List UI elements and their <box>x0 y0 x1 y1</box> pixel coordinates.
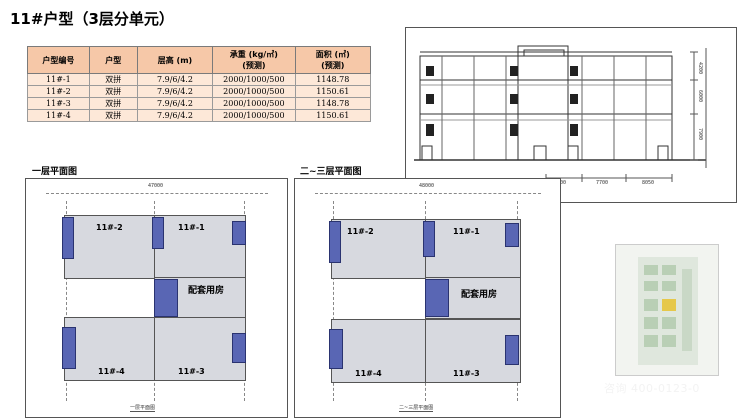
page-title: 11#户型（3层分单元） <box>10 10 174 28</box>
cell-area: 1148.78 <box>294 73 372 86</box>
room-label: 11#-1 <box>178 223 205 232</box>
grid-line <box>66 201 67 401</box>
stair-core <box>62 217 74 259</box>
plan2-label: 二~三层平面图 <box>300 167 362 177</box>
col-header-unit-id: 户型编号 <box>27 46 90 74</box>
room-11-1 <box>154 215 246 279</box>
spec-table-header-row: 户型编号 户型 层高 (m) 承重 (kg/㎡) (预测) 面积 (㎡) (预测… <box>27 46 372 74</box>
room-label: 11#-4 <box>355 369 382 378</box>
col-header-unit-type: 户型 <box>88 46 138 74</box>
grid-line <box>333 201 334 401</box>
stair-core <box>232 333 246 363</box>
col-header-load: 承重 (kg/㎡) (预测) <box>212 46 296 74</box>
cell-load: 2000/1000/500 <box>212 73 296 86</box>
elevation-dim-right: 6000 <box>697 90 703 103</box>
elevation-dim-right: 4200 <box>697 62 703 75</box>
site-map-plot <box>644 281 658 291</box>
cell-area: 1150.61 <box>294 85 372 98</box>
elevation-dim-bottom: 7700 <box>596 180 609 186</box>
cell-unit-type: 双拼 <box>88 85 138 98</box>
stair-core <box>505 223 519 247</box>
room-label: 11#-3 <box>178 367 205 376</box>
stair-core <box>154 279 178 317</box>
col-header-floor-height: 层高 (m) <box>136 46 214 74</box>
room-label: 11#-3 <box>453 369 480 378</box>
site-map-plot <box>644 299 658 311</box>
cell-load: 2000/1000/500 <box>212 85 296 98</box>
site-map-plot <box>662 335 676 347</box>
table-row: 11#-2 双拼 7.9/6/4.2 2000/1000/500 1150.61 <box>27 85 372 98</box>
plan2-caption: 二~三层平面图 <box>399 405 434 412</box>
room-label: 配套用房 <box>461 290 498 300</box>
cell-unit-id: 11#-4 <box>27 109 90 122</box>
spec-table: 户型编号 户型 层高 (m) 承重 (kg/㎡) (预测) 面积 (㎡) (预测… <box>27 46 372 122</box>
room-11-3 <box>154 317 246 381</box>
stair-core <box>232 221 246 245</box>
site-map-plot <box>662 265 676 275</box>
site-map-plot <box>662 317 676 329</box>
cell-floor-height: 7.9/6/4.2 <box>136 73 214 86</box>
cell-area: 1148.78 <box>294 97 372 110</box>
room-11-3 <box>425 319 521 383</box>
cell-unit-id: 11#-1 <box>27 73 90 86</box>
site-map-thumbnail <box>615 244 719 376</box>
grid-line <box>46 193 268 194</box>
elevation-dim-bottom: 8050 <box>642 180 655 186</box>
site-map-plot <box>682 269 692 351</box>
floor-plan-2: 48000 11#-2 11#-1 配套用房 11#-4 11#-3 二~三层平… <box>294 178 561 418</box>
cell-area: 1150.61 <box>294 109 372 122</box>
room-label: 11#-4 <box>98 367 125 376</box>
cell-unit-id: 11#-3 <box>27 97 90 110</box>
col-header-area: 面积 (㎡) (预测) <box>294 46 372 74</box>
site-map-plot <box>644 265 658 275</box>
stair-core <box>505 335 519 365</box>
grid-line <box>315 193 541 194</box>
table-row: 11#-3 双拼 7.9/6/4.2 2000/1000/500 1148.78 <box>27 97 372 110</box>
stair-core <box>329 221 341 263</box>
plan1-label: 一层平面图 <box>32 167 78 177</box>
cell-unit-id: 11#-2 <box>27 85 90 98</box>
cell-unit-type: 双拼 <box>88 73 138 86</box>
cell-floor-height: 7.9/6/4.2 <box>136 109 214 122</box>
room-label: 11#-2 <box>347 227 374 236</box>
room-label: 11#-2 <box>96 223 123 232</box>
table-row: 11#-1 双拼 7.9/6/4.2 2000/1000/500 1148.78 <box>27 73 372 86</box>
stair-core <box>152 217 164 249</box>
plan1-top-dim: 47000 <box>148 183 164 189</box>
cell-unit-type: 双拼 <box>88 109 138 122</box>
room-11-4 <box>331 319 427 383</box>
elevation-svg <box>414 45 707 182</box>
elevation-dim-right: 7900 <box>697 128 703 141</box>
site-map-plot <box>644 317 658 329</box>
cell-floor-height: 7.9/6/4.2 <box>136 97 214 110</box>
site-map-plot <box>644 335 658 347</box>
cell-floor-height: 7.9/6/4.2 <box>136 85 214 98</box>
site-map-plot-highlight <box>662 299 676 311</box>
stair-core <box>425 279 449 317</box>
cell-unit-type: 双拼 <box>88 97 138 110</box>
site-map-plot <box>662 281 676 291</box>
stair-core <box>329 329 343 369</box>
plan1-caption: 一层平面图 <box>130 405 156 412</box>
room-11-2 <box>64 215 156 279</box>
table-row: 11#-4 双拼 7.9/6/4.2 2000/1000/500 1150.61 <box>27 109 372 122</box>
room-label: 11#-1 <box>453 227 480 236</box>
elevation-drawing: 4200 6000 7900 3600 7700 8050 <box>405 27 737 203</box>
cell-load: 2000/1000/500 <box>212 97 296 110</box>
plan2-top-dim: 48000 <box>419 183 435 189</box>
room-label: 配套用房 <box>188 286 225 296</box>
floor-plan-1: 47000 11#-2 11#-1 配套用房 11#-4 11#-3 一层平面图 <box>25 178 288 418</box>
stair-core <box>423 221 435 257</box>
room-11-2 <box>331 219 427 279</box>
stair-core <box>62 327 76 369</box>
cell-load: 2000/1000/500 <box>212 109 296 122</box>
contact-watermark: 咨询 400-0123-0 <box>604 382 700 395</box>
